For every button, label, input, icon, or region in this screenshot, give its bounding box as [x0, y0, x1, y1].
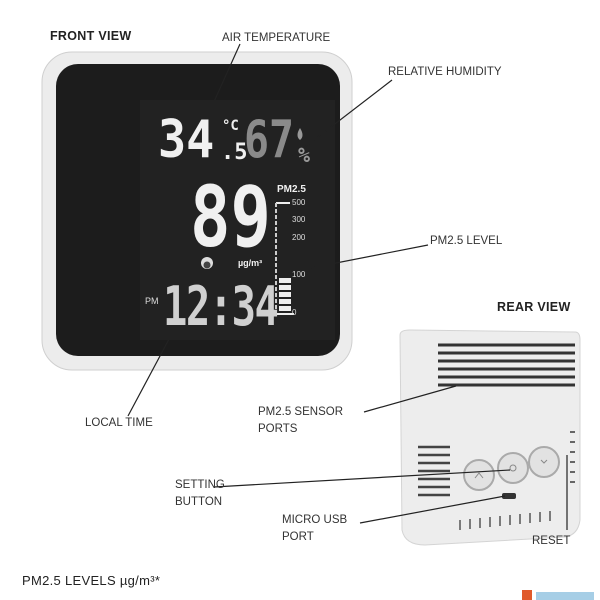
humidity-value: 67 [244, 110, 295, 170]
temperature-value: 34 [158, 110, 215, 170]
time-value: 12:34 [163, 275, 279, 338]
scale-tick: 100 [292, 270, 306, 279]
scale-tick: 500 [292, 198, 306, 207]
label-line: BUTTON [175, 496, 223, 508]
label-local-time: LOCAL TIME [85, 417, 153, 429]
humidity-unit: % [298, 143, 311, 167]
front-device [41, 51, 353, 371]
droplet-icon [297, 128, 303, 140]
temperature-unit: °C [222, 118, 239, 134]
label-line: PORT [282, 531, 314, 543]
ampm-indicator: PM [145, 296, 159, 306]
label-relative-humidity: RELATIVE HUMIDITY [388, 66, 502, 78]
up-button [463, 459, 495, 491]
label-sensor-ports: PM2.5 SENSOR PORTS [258, 404, 343, 438]
scale-tick: 200 [292, 233, 306, 242]
label-line: PM2.5 SENSOR [258, 406, 343, 418]
scale-tick: 300 [292, 215, 306, 224]
label-line: SETTING [175, 479, 225, 491]
label-micro-usb: MICRO USB PORT [282, 512, 347, 546]
rear-view-heading: REAR VIEW [497, 300, 571, 314]
label-setting-button: SETTING BUTTON [175, 477, 225, 511]
label-reset: RESET [532, 535, 571, 547]
callout-lines [127, 43, 568, 530]
micro-usb-port [502, 493, 516, 499]
rear-device [399, 329, 581, 546]
label-line: MICRO USB [282, 514, 348, 526]
pm25-levels-heading: PM2.5 LEVELS µg/m³* [22, 573, 161, 588]
pm25-label: PM2.5 [277, 184, 306, 195]
down-button [528, 446, 560, 478]
label-air-temperature: AIR TEMPERATURE [222, 32, 331, 44]
temperature-decimal: .5 [221, 140, 248, 165]
label-line: PORTS [258, 423, 298, 435]
setting-button [497, 452, 529, 484]
pm25-value: 89 [190, 168, 271, 266]
scale-tick: 0 [292, 308, 297, 317]
pm25-unit: µg/m³ [238, 258, 263, 268]
front-view-heading: FRONT VIEW [50, 29, 132, 43]
watermark-logo [522, 590, 594, 600]
label-pm25-level: PM2.5 LEVEL [430, 235, 503, 247]
